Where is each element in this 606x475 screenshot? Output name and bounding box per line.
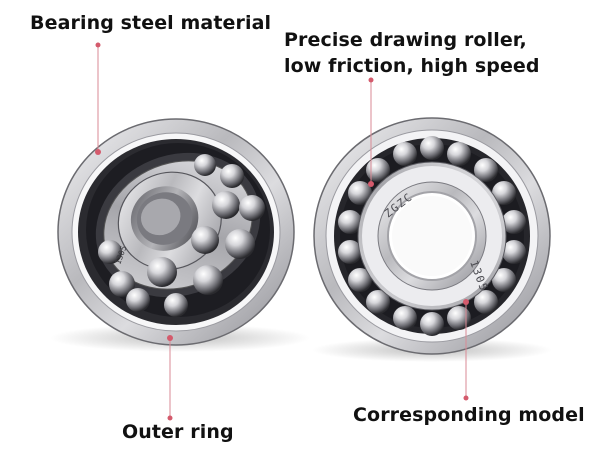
label-bearing-steel: Bearing steel material [30,12,272,34]
callout-lines [97,45,467,418]
callout-dots [95,42,469,421]
callout-dot-outer-ring-bottom [167,415,173,421]
callout-dot-precise-roller-bottom [368,181,374,187]
callout-dot-bearing-steel-top [95,42,101,48]
callout-dot-model-top [463,299,469,305]
callout-dot-outer-ring-top [167,335,173,341]
right-bearing: ZGZC 1305 [313,117,551,355]
label-outer-ring: Outer ring [122,421,234,443]
label-precise-roller-line1: Precise drawing roller, [284,29,527,51]
callout-dot-model-bottom [463,395,469,401]
left-bearing: 1305 [57,118,295,346]
right-bearing-balls [338,136,526,336]
left-bearing-balls [98,154,265,317]
label-precise-roller-line2: low friction, high speed [284,54,540,77]
label-corresponding-model: Corresponding model [353,404,585,426]
callout-dot-precise-roller-top [368,77,374,83]
callout-dot-bearing-steel-bottom [95,149,101,155]
label-precise-roller: Precise drawing roller, low friction, hi… [284,28,540,79]
